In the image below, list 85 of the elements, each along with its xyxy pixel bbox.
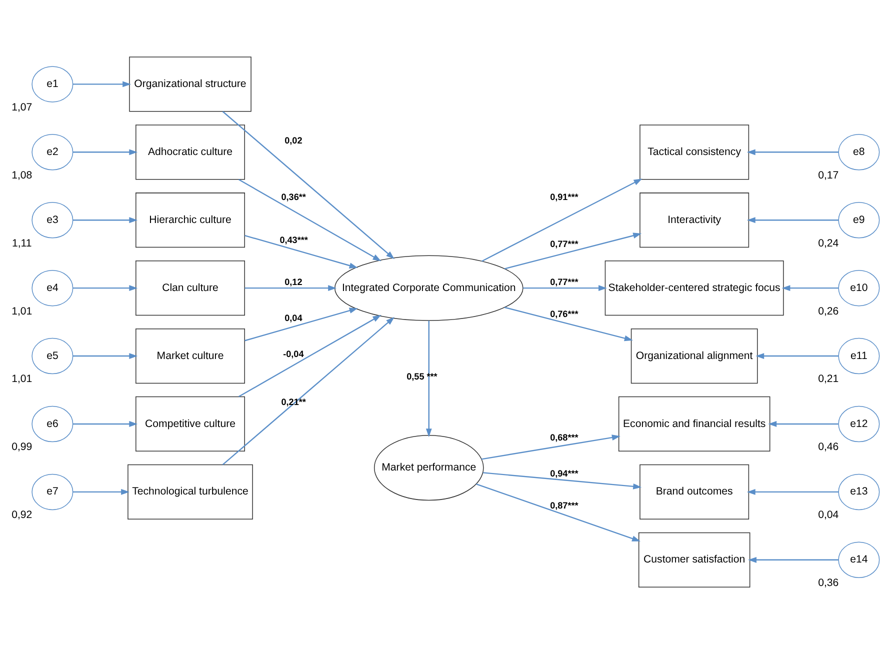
node-label: 0,24 (818, 236, 839, 249)
node-ellipse: e2 (32, 134, 74, 170)
arrow (244, 284, 337, 291)
edge-label: 0,43*** (280, 234, 308, 245)
node-ellipse: e1 (32, 66, 74, 102)
node-box: Tactical consistency (640, 124, 750, 180)
arrow (782, 284, 838, 291)
edge-label: 0,68*** (550, 432, 578, 442)
node-ellipse: e11 (838, 337, 880, 374)
arrow (768, 420, 838, 426)
edge-label: 0,04 (284, 312, 302, 322)
arrow (504, 306, 633, 341)
edge-label: 0,94*** (550, 468, 578, 478)
arrow (523, 284, 607, 291)
arrow (504, 232, 642, 269)
arrow (73, 284, 138, 291)
arrow (73, 420, 138, 426)
arrow (426, 320, 432, 437)
arrow (748, 556, 838, 562)
node-ellipse: e8 (838, 134, 880, 170)
arrow (476, 482, 641, 541)
node-ellipse: e13 (838, 473, 880, 510)
node-box: Organizational alignment (630, 328, 758, 384)
edge-label: 0,87*** (550, 500, 578, 510)
edge-label: -0,04 (283, 348, 304, 359)
node-label: 0,04 (818, 508, 839, 521)
edge-label: 0,91*** (550, 192, 578, 202)
arrow (238, 178, 382, 261)
arrow (244, 307, 358, 341)
edge-label: 0,02 (284, 135, 302, 146)
edge-label: 0,77*** (550, 276, 578, 286)
node-box: Adhocratic culture (136, 124, 245, 180)
node-label: 0,21 (818, 372, 839, 385)
arrow (73, 352, 138, 358)
node-ellipse: e9 (838, 202, 880, 238)
node-label: 0,36 (818, 576, 839, 589)
node-label: 1,11 (12, 236, 32, 249)
node-box: Hierarchic culture (136, 192, 245, 248)
edge-label: 0,76*** (550, 308, 578, 319)
node-box: Customer satisfaction (638, 532, 750, 587)
node-ellipse: e10 (838, 269, 880, 306)
node-box: Technological turbulence (128, 464, 253, 520)
arrow (73, 216, 138, 223)
node-ellipse: e7 (32, 473, 74, 510)
edge-label: 0,12 (284, 276, 302, 286)
node-label: 0,26 (818, 304, 839, 317)
arrow (756, 352, 838, 358)
node-ellipse: e4 (32, 269, 74, 306)
node-box: Stakeholder-centered strategic focus (604, 260, 784, 316)
arrow (73, 80, 132, 87)
node-label: 0,17 (818, 168, 839, 181)
arrow (483, 472, 642, 489)
edge-label: 0,36** (281, 192, 306, 202)
arrow (222, 316, 394, 465)
node-box: Organizational structure (129, 56, 252, 112)
arrow (481, 434, 620, 460)
edge-label: 0,77*** (550, 238, 578, 248)
node-ellipse: e5 (32, 337, 74, 374)
node-box: Brand outcomes (640, 464, 750, 520)
node-box: Interactivity (640, 192, 750, 248)
node-ellipse: e12 (838, 405, 880, 442)
node-box: Clan culture (136, 260, 245, 316)
node-box: Economic and financial results (618, 396, 770, 452)
arrow (238, 314, 382, 397)
arrow (746, 148, 839, 155)
node-ellipse: e6 (32, 405, 74, 442)
node-label: 1,01 (12, 304, 32, 317)
node-ellipse: e14 (838, 541, 880, 578)
arrow (244, 234, 358, 268)
node-label: 0,99 (12, 440, 32, 453)
node-label: 1,01 (12, 372, 32, 385)
node-label: 0,92 (12, 508, 32, 521)
arrow (73, 148, 138, 155)
arrow (222, 110, 394, 259)
arrow (746, 216, 839, 223)
node-label: 0,46 (818, 440, 839, 453)
arrow (482, 178, 642, 262)
arrow (746, 488, 839, 494)
node-box: Market culture (136, 328, 245, 384)
node-label: 1,08 (12, 168, 32, 181)
node-ellipse: e3 (32, 202, 74, 238)
node-ellipse: Market performance (374, 434, 484, 500)
node-label: 1,07 (12, 100, 32, 113)
arrow (73, 488, 130, 494)
node-box: Competitive culture (136, 396, 245, 452)
